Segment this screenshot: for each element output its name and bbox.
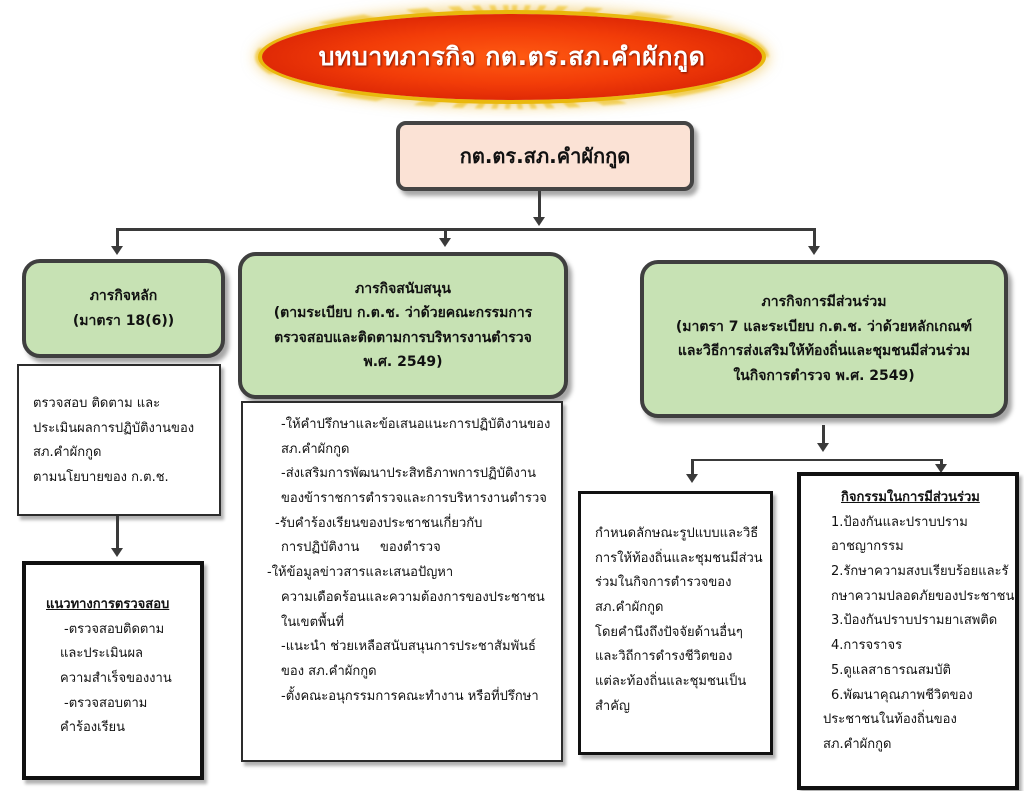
main-mission-details: ตรวจสอบ ติดตาม และ ประเมินผลการปฏิบัติงา…: [17, 364, 221, 516]
guideline-line: คำร้องเรียน: [60, 720, 126, 736]
connector-to-framework: [691, 459, 694, 475]
detail-line: -ตั้งคณะอนุกรรมการคณะทำงาน หรือที่ปรึกษา: [281, 688, 539, 704]
detail-line: ความเดือดร้อนและความต้องการของประชาชน: [281, 589, 545, 605]
activity-line: กษาความปลอดภัยของประชาชน: [831, 588, 1015, 604]
arrow-down-icon: [817, 443, 829, 452]
detail-line: -ส่งเสริมการพัฒนาประสิทธิภาพการปฏิบัติงา…: [281, 466, 537, 482]
main-mission-subtitle: (มาตรา 18(6)): [72, 312, 175, 329]
detail-line: การปฏิบัติงาน ของตำรวจ: [281, 540, 441, 556]
main-mission-title: ภารกิจหลัก: [89, 288, 158, 304]
connector-to-participation: [813, 228, 816, 248]
detail-line: ประเมินผลการปฏิบัติงานของ: [33, 420, 195, 436]
detail-line: ตรวจสอบ ติดตาม และ: [33, 396, 161, 411]
participation-framework: กำหนดลักษณะรูปแบบและวิธี การให้ท้องถิ่นแ…: [578, 491, 773, 755]
participation-mission-node: ภารกิจการมีส่วนร่วม (มาตรา 7 และระเบียบ …: [640, 260, 1008, 418]
top-node: กต.ตร.สภ.คำผักกูด: [396, 121, 694, 191]
participation-mission-subtitle: (มาตรา 7 และระเบียบ ก.ต.ช. ว่าด้วยหลักเก…: [675, 318, 973, 335]
participation-mission-subtitle: และวิธีการส่งเสริมให้ท้องถิ่นและชุมชนมีส…: [677, 343, 971, 359]
framework-line: แต่ละท้องถิ่นและชุมชนเป็น: [595, 674, 747, 690]
guideline-line: -ตรวจสอบติดตาม: [64, 621, 165, 637]
guideline-line: -ตรวจสอบตาม: [64, 695, 148, 711]
connector-to-activities: [940, 459, 943, 465]
framework-line: สภ.คำผักกูด: [595, 600, 664, 616]
framework-line: การให้ท้องถิ่นและชุมชนมีส่วน: [595, 550, 763, 566]
activity-line: 2.รักษาความสงบเรียบร้อยและรั: [831, 564, 1009, 580]
main-mission-node: ภารกิจหลัก (มาตรา 18(6)): [22, 259, 225, 358]
framework-line: กำหนดลักษณะรูปแบบและวิธี: [595, 526, 759, 541]
participation-mission-subtitle: ในกิจการตำรวจ พ.ศ. 2549): [733, 367, 915, 384]
support-mission-details: -ให้คำปรึกษาและข้อเสนอแนะการปฏิบัติงานขอ…: [241, 401, 563, 762]
banner-title: บทบาทภารกิจ กต.ตร.สภ.คำผักกูด: [318, 42, 706, 71]
activity-line: 1.ป้องกันและปราบปราม: [831, 514, 968, 530]
top-node-label: กต.ตร.สภ.คำผักกูด: [459, 144, 631, 168]
arrow-down-icon: [935, 464, 947, 473]
arrow-down-icon: [808, 246, 820, 255]
participation-mission-title: ภารกิจการมีส่วนร่วม: [761, 294, 887, 310]
activity-line: 3.ป้องกันปราบปรามยาเสพติด: [831, 613, 998, 629]
connector-to-guideline: [116, 516, 119, 550]
arrow-down-icon: [111, 246, 123, 255]
connector-to-support: [444, 228, 447, 240]
title-banner: บทบาทภารกิจ กต.ตร.สภ.คำผักกูด: [262, 14, 762, 100]
support-mission-node: ภารกิจสนับสนุน (ตามระเบียบ ก.ต.ช. ว่าด้ว…: [238, 252, 568, 399]
framework-line: สำคัญ: [595, 698, 631, 714]
arrow-down-icon: [533, 217, 545, 226]
participation-activities: กิจกรรมในการมีส่วนร่วม 1.ป้องกันและปราบป…: [797, 472, 1019, 790]
arrow-down-icon: [686, 474, 698, 483]
connector-horizontal-bus: [117, 228, 815, 231]
activity-line: ประชาชนในท้องถิ่นของ: [823, 712, 957, 728]
framework-line: ร่วมในกิจการตำรวจของ: [595, 575, 732, 591]
detail-line: -ให้ข้อมูลข่าวสารและเสนอปัญหา: [267, 565, 454, 581]
connector-to-main: [116, 228, 119, 248]
detail-line: -รับคำร้องเรียนของประชาชนเกี่ยวกับ: [275, 515, 483, 531]
support-mission-subtitle: ตรวจสอบและติดตามการบริหารงานตำรวจ: [274, 329, 532, 346]
detail-line: ในเขตพื้นที่: [281, 614, 345, 630]
activity-line: 5.ดูแลสาธารณสมบัติ: [831, 662, 951, 678]
framework-line: โดยคำนึงถึงปัจจัยด้านอื่นๆ: [595, 624, 743, 640]
detail-line: สภ.คำผักกูด: [281, 441, 350, 457]
support-mission-subtitle: พ.ศ. 2549): [363, 354, 443, 370]
connector-participation-down: [822, 425, 825, 445]
support-mission-title: ภารกิจสนับสนุน: [355, 280, 451, 297]
detail-line: -ให้คำปรึกษาและข้อเสนอแนะการปฏิบัติงานขอ…: [281, 417, 551, 432]
connector-participation-split: [692, 459, 942, 461]
detail-line: -แนะนำ ช่วยเหลือสนับสนุนการประชาสัมพันธ์: [281, 639, 536, 655]
arrow-down-icon: [111, 548, 123, 557]
activities-heading: กิจกรรมในการมีส่วนร่วม: [841, 490, 980, 505]
activity-line: 4.การจราจร: [831, 638, 903, 654]
support-mission-subtitle: (ตามระเบียบ ก.ต.ช. ว่าด้วยคณะกรรมการ: [273, 305, 533, 321]
detail-line: ตามนโยบายของ ก.ต.ช.: [33, 470, 169, 486]
activity-line: 6.พัฒนาคุณภาพชีวิตของ: [831, 687, 973, 703]
activity-line: สภ.คำผักกูด: [823, 736, 892, 752]
arrow-down-icon: [439, 238, 451, 247]
framework-line: และวิถีการดำรงชีวิตของ: [595, 649, 733, 665]
activity-line: อาชญากรรม: [831, 539, 904, 555]
guideline-heading: แนวทางการตรวจสอบ: [46, 597, 170, 612]
detail-line: ของข้าราชการตำรวจและการบริหารงานตำรวจ: [281, 491, 547, 507]
detail-line: ของ สภ.คำผักกูด: [281, 663, 377, 679]
guideline-box: แนวทางการตรวจสอบ -ตรวจสอบติดตาม และประเม…: [22, 561, 204, 780]
detail-line: สภ.คำผักกูด: [33, 445, 102, 461]
connector-top-down: [538, 191, 541, 219]
guideline-line: และประเมินผล: [60, 646, 144, 662]
guideline-line: ความสำเร็จของงาน: [60, 671, 172, 687]
